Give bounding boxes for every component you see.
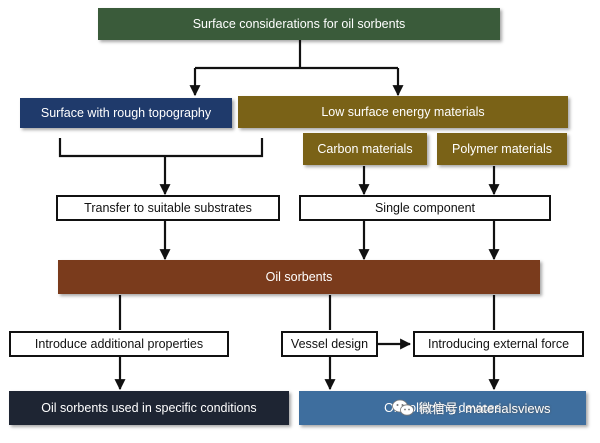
- node-rough-topography: Surface with rough topography: [20, 98, 232, 128]
- watermark: 微信号: materialsviews: [392, 398, 550, 417]
- node-surface-considerations: Surface considerations for oil sorbents: [98, 8, 500, 40]
- connector-top-split: [195, 40, 398, 70]
- node-vessel-design: Vessel design: [281, 331, 378, 357]
- connector-rough-bracket: [58, 138, 264, 158]
- watermark-text: 微信号: materialsviews: [419, 401, 551, 416]
- node-collecting-devices: Oil collecting devices: [299, 391, 586, 425]
- node-specific-conditions: Oil sorbents used in specific conditions: [9, 391, 289, 425]
- node-additional-properties: Introduce additional properties: [9, 331, 229, 357]
- node-single-component: Single component: [299, 195, 551, 221]
- node-low-surface-energy: Low surface energy materials: [238, 96, 568, 128]
- node-transfer-substrates: Transfer to suitable substrates: [56, 195, 280, 221]
- node-external-force: Introducing external force: [413, 331, 584, 357]
- node-polymer-materials: Polymer materials: [437, 133, 567, 165]
- wechat-icon: [392, 399, 414, 416]
- node-carbon-materials: Carbon materials: [303, 133, 427, 165]
- node-oil-sorbents: Oil sorbents: [58, 260, 540, 294]
